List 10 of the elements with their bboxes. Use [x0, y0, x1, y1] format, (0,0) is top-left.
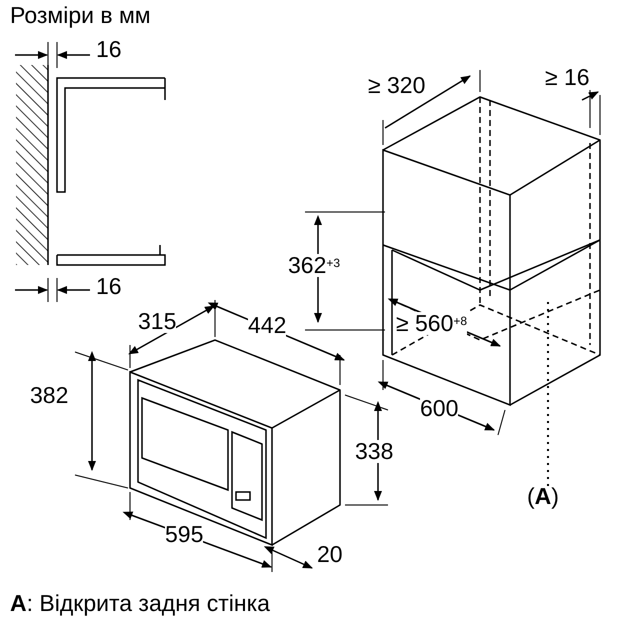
title: Розміри в мм — [10, 4, 151, 27]
dimension-label: ≥ 560$^{+8}$ — [396, 312, 468, 335]
dimension-label: 362$^{+3}$ — [288, 254, 340, 277]
dimension-label: 338 — [355, 440, 394, 463]
dimension-label: 442 — [248, 314, 286, 337]
dimension-label: 595 — [165, 523, 204, 546]
caption: A: Відкрита задня стінка — [10, 592, 270, 615]
leader-line — [547, 300, 549, 486]
callout-label: (A) — [527, 485, 559, 508]
dimension-label: 315 — [138, 310, 176, 333]
